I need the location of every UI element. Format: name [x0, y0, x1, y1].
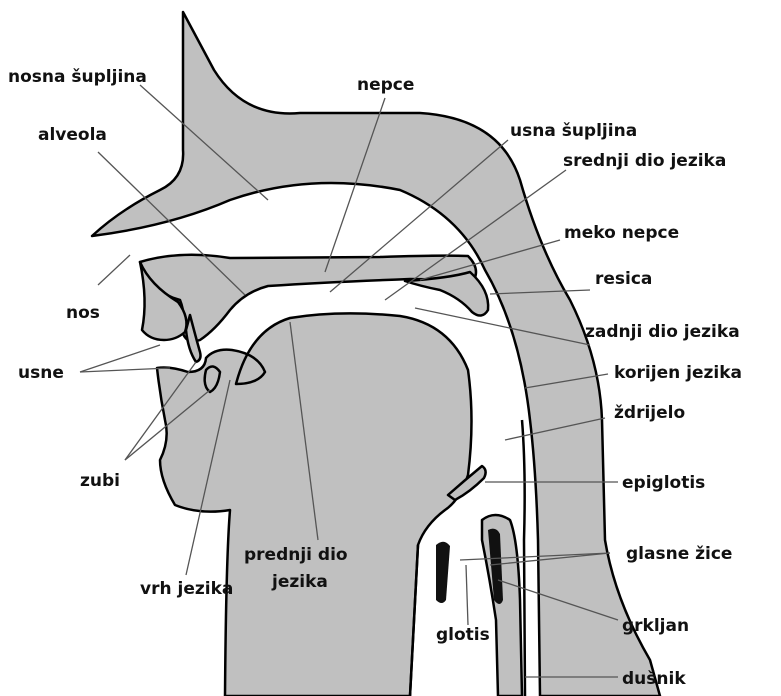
label-zdrijelo: ždrijelo	[614, 403, 685, 423]
leader-nos	[98, 255, 130, 285]
label-resica: resica	[595, 269, 652, 289]
leader-usne-1	[80, 345, 160, 372]
leader-glotis	[466, 565, 468, 625]
tongue-and-jaw	[157, 313, 472, 696]
label-zadnji-dio-jezika: zadnji dio jezika	[585, 322, 740, 342]
label-glotis: glotis	[436, 625, 490, 645]
label-nepce: nepce	[357, 75, 414, 95]
label-grkljan: grkljan	[622, 616, 689, 636]
label-nosna-supljina: nosna šupljina	[8, 67, 147, 87]
label-epiglotis: epiglotis	[622, 473, 705, 493]
label-korijen-jezika: korijen jezika	[614, 363, 742, 383]
label-usne: usne	[18, 363, 64, 383]
label-meko-nepce: meko nepce	[564, 223, 679, 243]
label-glasne-zice: glasne žice	[626, 544, 732, 564]
label-usna-supljina: usna šupljina	[510, 121, 637, 141]
label-dusnik: dušnik	[622, 669, 686, 689]
label-alveola: alveola	[38, 125, 107, 145]
larynx-back	[482, 515, 522, 696]
label-nos: nos	[66, 303, 100, 323]
label-prednji-dio-jezika-line2: jezika	[271, 572, 328, 592]
vocal-cord-front	[436, 542, 450, 603]
label-srednji-dio-jezika: srednji dio jezika	[563, 151, 726, 171]
label-vrh-jezika: vrh jezika	[140, 579, 233, 599]
label-zubi: zubi	[80, 471, 120, 491]
label-prednji-dio-jezika-line1: prednji dio	[244, 545, 348, 565]
